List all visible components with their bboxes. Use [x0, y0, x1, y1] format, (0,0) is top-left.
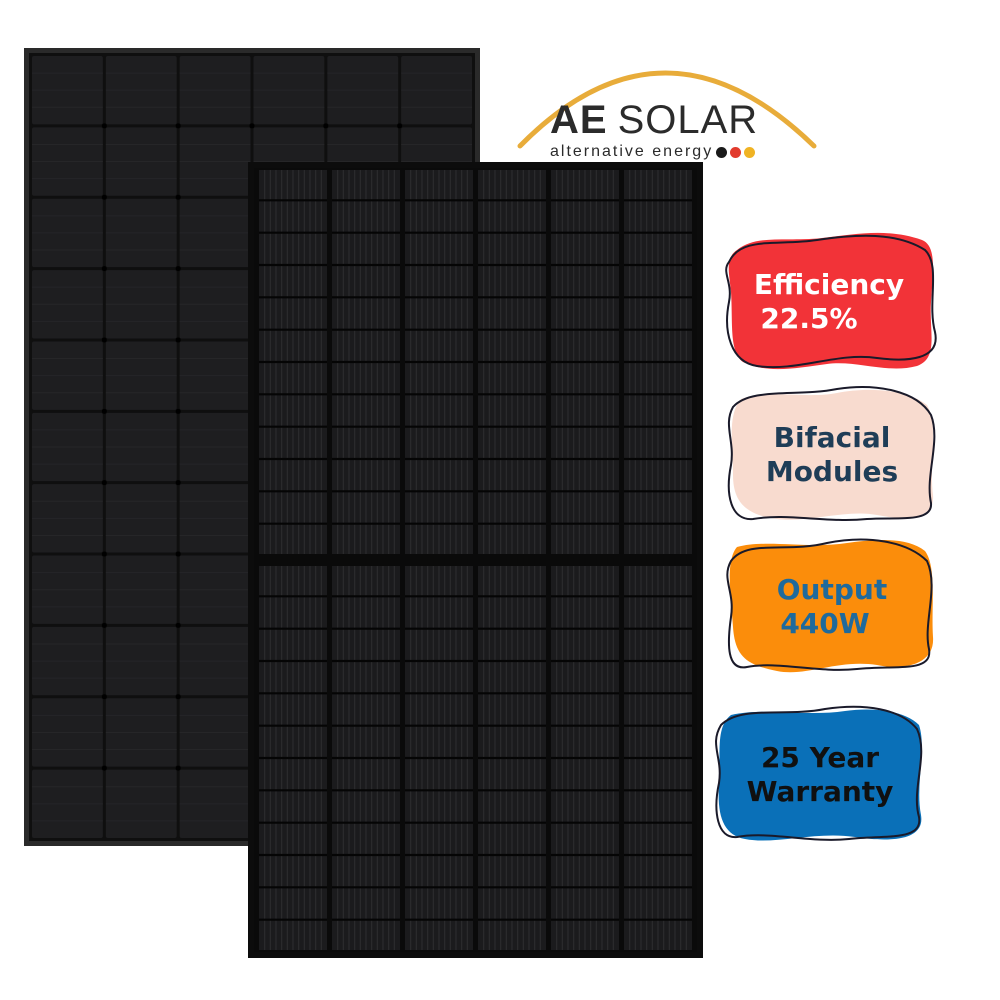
logo-tagline-row: alternative energy: [550, 144, 790, 160]
logo-tagline: alternative energy: [550, 143, 714, 160]
efficiency-value: 22.5%: [760, 302, 858, 335]
warranty-badge-text: 25 Year Warranty: [747, 741, 894, 808]
half-cut-solar-panel-cells-icon: [254, 168, 697, 952]
efficiency-label: Efficiency: [753, 268, 905, 302]
output-badge: Output 440W: [726, 537, 937, 677]
front-solar-panel-image: [248, 162, 703, 958]
bifacial-badge-blob: [727, 386, 936, 521]
bifacial-badge-text: Bifacial Modules: [766, 421, 898, 488]
output-label: Output: [776, 573, 888, 607]
bifacial-sublabel: Modules: [765, 455, 899, 488]
logo-arc-icon: [517, 70, 817, 149]
warranty-badge: 25 Year Warranty: [715, 705, 925, 845]
warranty-sublabel: Warranty: [746, 775, 894, 808]
output-badge-text: Output 440W: [777, 573, 887, 640]
efficiency-badge: Efficiency 22.5%: [725, 232, 937, 372]
logo-dot-yellow-icon: [744, 146, 756, 158]
warranty-label: 25 Year: [760, 741, 880, 775]
logo-solar: SOLAR: [617, 98, 759, 142]
logo-dot-red-icon: [730, 146, 742, 158]
bifacial-label: Bifacial: [773, 421, 891, 455]
efficiency-badge-text: Efficiency 22.5%: [754, 268, 904, 335]
warranty-badge-blob: [715, 705, 923, 841]
bifacial-badge: Bifacial Modules: [727, 385, 937, 525]
output-badge-blob: [726, 538, 934, 673]
efficiency-badge-blob: [725, 232, 937, 370]
logo-dot-black-icon: [716, 146, 728, 158]
logo-ae: AE: [550, 98, 608, 142]
output-value: 440W: [780, 607, 870, 640]
